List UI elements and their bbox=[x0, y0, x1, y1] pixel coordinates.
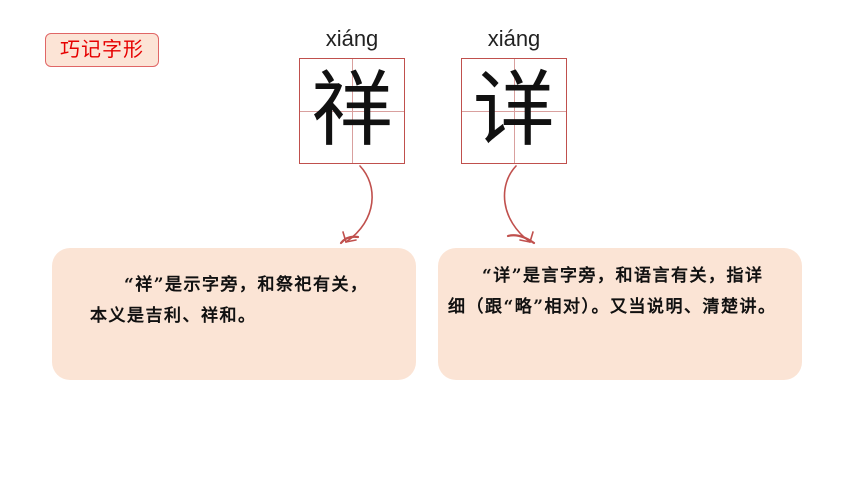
pinyin-label-1: xiáng bbox=[325, 26, 379, 51]
explanation-box-1: “祥”是示字旁，和祭祀有关，本义是吉利、祥和。 bbox=[52, 248, 416, 380]
grid-vertical-guide bbox=[514, 59, 515, 163]
character-grid-1: 祥 bbox=[299, 58, 405, 164]
pinyin-label-2: xiáng bbox=[487, 26, 541, 51]
grid-vertical-guide bbox=[352, 59, 353, 163]
explanation-text-1: “祥”是示字旁，和祭祀有关，本义是吉利、祥和。 bbox=[90, 275, 369, 326]
curved-arrow-1-icon bbox=[339, 165, 373, 245]
section-tag: 巧记字形 bbox=[45, 33, 159, 67]
character-grid-2: 详 bbox=[461, 58, 567, 164]
character-1: 祥 bbox=[310, 63, 393, 158]
explanation-text-2: “详”是言字旁，和语言有关，指详细（跟“略”相对）。又当说明、清楚讲。 bbox=[448, 266, 777, 317]
explanation-box-2: “详”是言字旁，和语言有关，指详细（跟“略”相对）。又当说明、清楚讲。 bbox=[438, 248, 802, 380]
character-2: 详 bbox=[472, 63, 555, 158]
curved-arrow-2-icon bbox=[503, 165, 536, 245]
